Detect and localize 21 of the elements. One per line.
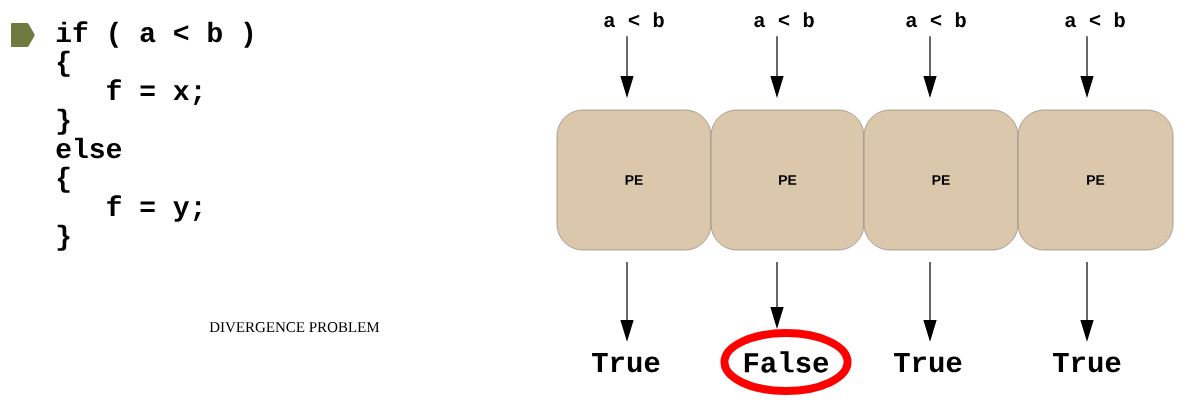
circled-label: False (720, 329, 852, 395)
code-line: if ( a < b ) (56, 21, 253, 48)
caption: DIVERGENCE PROBLEM (209, 322, 380, 333)
code-line: f = x; (107, 79, 201, 105)
processing-element-box: PE (710, 109, 865, 251)
result-label: True (894, 352, 962, 373)
condition-label: a < b (1065, 12, 1125, 28)
code-line: { (57, 50, 70, 77)
result-label: True (1053, 352, 1121, 373)
condition-label: a < b (604, 12, 664, 28)
condition-label: a < b (754, 12, 814, 28)
processing-element-box: PE (556, 109, 712, 251)
code-line: f = y; (107, 195, 201, 222)
code-line: } (57, 224, 70, 251)
code-line: else (56, 137, 122, 159)
result-label: True (592, 352, 660, 373)
processing-element-box: PE (863, 109, 1019, 251)
code-line: } (57, 108, 70, 135)
condition-label: a < b (906, 12, 966, 28)
code-line: { (57, 166, 70, 193)
processing-element-box: PE (1017, 109, 1174, 251)
